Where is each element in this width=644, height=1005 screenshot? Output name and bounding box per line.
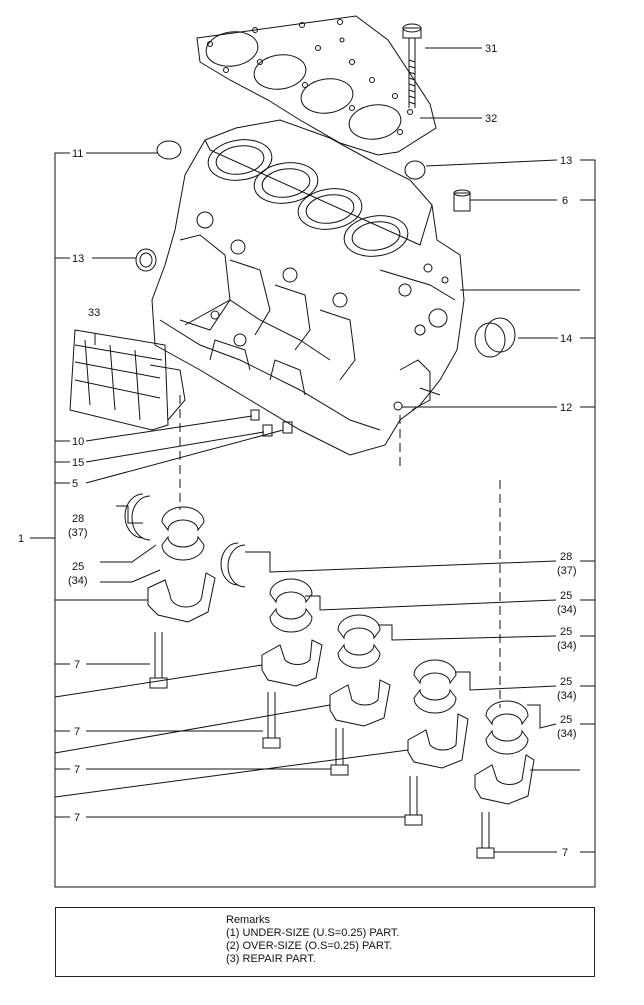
remarks-box: Remarks (1) UNDER-SIZE (U.S=0.25) PART. … [55,907,595,977]
callout-25-left: 25 [72,561,84,573]
alignment-lines [179,395,501,708]
callout-7-2: 7 [74,726,80,738]
callout-11: 11 [72,148,83,160]
remarks-title: Remarks [226,914,271,926]
callout-13-left: 13 [72,253,84,265]
remarks-text: Remarks (1) UNDER-SIZE (U.S=0.25) PART. … [226,914,400,966]
side-cover [69,329,186,431]
callout-7-1: 7 [74,659,80,671]
head-gasket [196,15,437,156]
callout-28-right: 28 [560,551,572,563]
callout-25-right-1: 25 [560,590,572,602]
callout-32: 32 [485,113,497,125]
thrust-washers [124,493,246,588]
cylinder-block [151,119,465,456]
callout-1: 1 [18,533,24,545]
bearing-caps [147,572,535,805]
main-bearings [161,506,529,755]
callout-7-4: 7 [74,812,80,824]
callout-25-right-4: 25 [560,714,572,726]
remarks-line-2: (2) OVER-SIZE (O.S=0.25) PART. [226,940,393,952]
callout-25-right-2-sub: (34) [557,640,577,652]
callout-25-right-1-sub: (34) [557,604,577,616]
callout-15: 15 [72,457,84,469]
callout-12: 12 [560,402,572,414]
callout-25-right-3: 25 [560,676,572,688]
callout-6: 6 [562,195,568,207]
callout-numbers: 1 31 32 11 13 13 6 33 14 12 10 15 5 28 (… [18,43,577,859]
callout-7-3: 7 [74,764,80,776]
callout-5: 5 [72,478,78,490]
callout-14: 14 [560,333,572,345]
callout-25-left-sub: (34) [68,575,88,587]
callout-25-right-4-sub: (34) [557,728,577,740]
callout-7-5: 7 [562,847,568,859]
leader-lines [54,47,580,853]
callout-13-right: 13 [560,155,572,167]
cap-bolts [149,632,495,859]
callout-31: 31 [485,43,497,55]
remarks-line-1: (1) UNDER-SIZE (U.S=0.25) PART. [226,927,400,939]
remarks-line-3: (3) REPAIR PART. [226,953,316,965]
callout-28-left: 28 [72,513,84,525]
callout-25-right-2: 25 [560,626,572,638]
callout-33: 33 [88,307,100,319]
callout-28-right-sub: (37) [557,565,577,577]
head-bolt [402,23,422,108]
callout-25-right-3-sub: (34) [557,690,577,702]
frame-lines [30,152,596,888]
plugs-and-seals [135,140,516,437]
callout-28-left-sub: (37) [68,527,88,539]
callout-10: 10 [72,436,84,448]
